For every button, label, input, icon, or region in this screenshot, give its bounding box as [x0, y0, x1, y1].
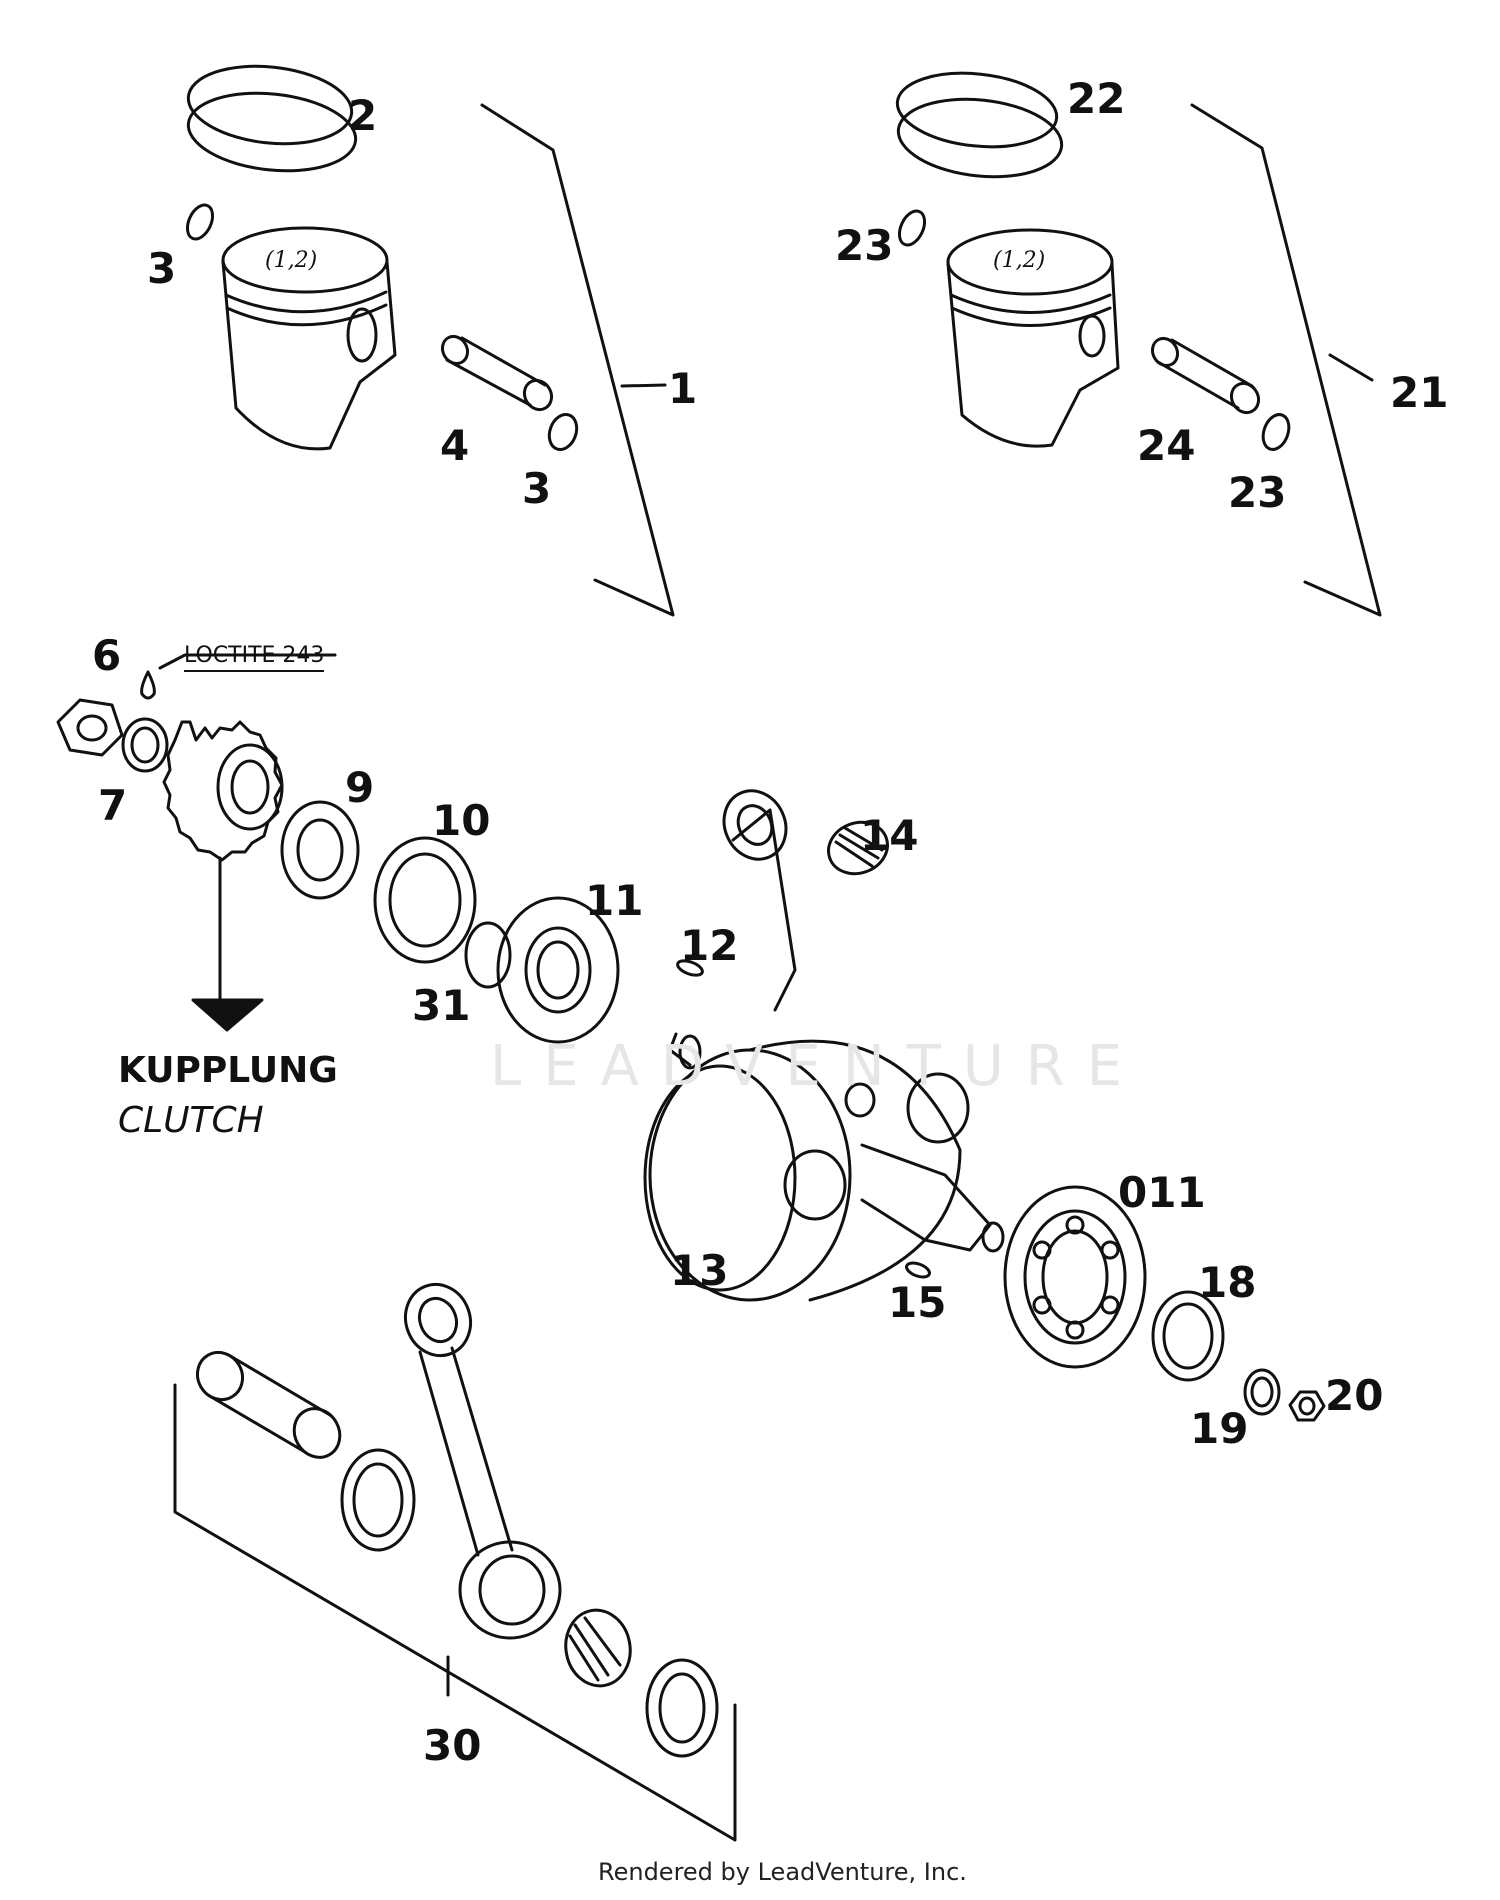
nut-20 — [1288, 1390, 1326, 1422]
part-label-7: 7 — [98, 781, 128, 830]
part-label-1: 1 — [668, 364, 698, 413]
spacer-9 — [280, 800, 360, 900]
thrust-washer-right — [645, 1658, 719, 1758]
piston-marking-left: (1,2) — [265, 248, 318, 273]
part-label-30: 30 — [423, 1721, 482, 1770]
part-label-20: 20 — [1325, 1371, 1384, 1420]
part-label-2: 2 — [348, 91, 378, 140]
needle-bearing-14 — [827, 820, 889, 876]
thrust-washer-left — [340, 1448, 416, 1552]
gear — [162, 720, 284, 862]
piston-marking-right: (1,2) — [993, 248, 1046, 273]
kit-bracket-21 — [1190, 103, 1382, 617]
woodruff-key-12 — [676, 959, 704, 977]
piston-rings-left — [186, 64, 358, 173]
part-label-3-bottom: 3 — [522, 464, 552, 513]
connecting-rod — [404, 1282, 562, 1640]
part-label-12: 12 — [680, 921, 739, 970]
part-label-011: 011 — [1118, 1168, 1206, 1217]
part-label-21: 21 — [1390, 368, 1449, 417]
circlip-right-top — [897, 209, 927, 247]
part-label-24: 24 — [1137, 421, 1196, 470]
lock-washer-7 — [121, 717, 169, 773]
piston-pin-left — [440, 334, 554, 412]
footer-credit: Rendered by LeadVenture, Inc. — [598, 1858, 967, 1886]
crankshaft-13 — [643, 789, 1005, 1302]
part-label-31: 31 — [412, 981, 471, 1030]
kit-bracket-1 — [480, 103, 675, 617]
part-label-23-bottom: 23 — [1228, 468, 1287, 517]
ball-bearing-11 — [496, 896, 620, 1044]
reference-arrow — [191, 856, 264, 1032]
woodruff-key-15 — [905, 1261, 931, 1279]
washer-19 — [1243, 1368, 1281, 1416]
watermark: LEADVENTURE — [490, 1034, 1145, 1099]
loctite-drop — [140, 653, 337, 700]
oil-seal-18 — [1151, 1290, 1225, 1382]
ball-bearing-011 — [1003, 1185, 1147, 1369]
part-label-4: 4 — [440, 421, 470, 470]
o-ring-31 — [464, 921, 512, 989]
part-label-19: 19 — [1190, 1404, 1249, 1453]
piston-right — [946, 228, 1120, 448]
part-label-22: 22 — [1067, 74, 1126, 123]
part-label-11: 11 — [585, 876, 644, 925]
part-label-14: 14 — [860, 811, 919, 860]
part-label-23-top: 23 — [835, 221, 894, 270]
part-label-10: 10 — [432, 796, 491, 845]
circlip-left-bottom — [547, 413, 579, 451]
part-label-3-top: 3 — [147, 244, 177, 293]
needle-bearing-conrod — [564, 1608, 632, 1688]
part-label-9: 9 — [345, 763, 375, 812]
kit-bracket-30 — [173, 1383, 737, 1842]
part-label-6: 6 — [92, 631, 122, 680]
loctite-note: LOCTITE 243 — [184, 643, 325, 672]
piston-pin-right — [1150, 336, 1261, 415]
reference-clutch: CLUTCH — [118, 1100, 264, 1141]
reference-kupplung: KUPPLUNG — [118, 1050, 338, 1091]
piston-rings-right — [895, 71, 1064, 179]
conrod-pin — [195, 1350, 342, 1459]
hex-nut-6 — [56, 698, 124, 757]
circlip-right-bottom — [1261, 413, 1291, 451]
part-label-18: 18 — [1198, 1258, 1257, 1307]
circlip-left-top — [185, 203, 215, 241]
part-label-15: 15 — [888, 1278, 947, 1327]
oil-seal-10 — [373, 836, 477, 964]
part-label-13: 13 — [670, 1246, 729, 1295]
piston-left — [221, 226, 397, 451]
